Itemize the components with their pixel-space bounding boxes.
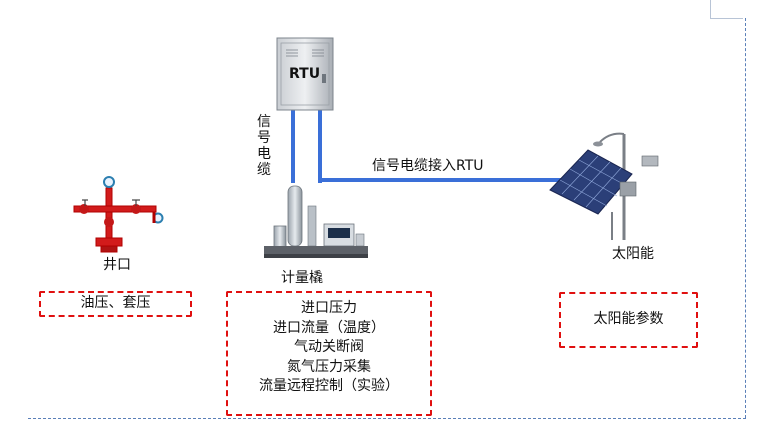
wellhead-label: 井口 [103, 257, 131, 273]
cable-vertical-char: 号 [257, 130, 271, 146]
metering-param: 氮气压力采集 [287, 358, 371, 375]
metering-skid-icon [264, 185, 368, 258]
metering-label: 计量橇 [281, 270, 323, 286]
frame-corner [710, 0, 743, 19]
wellhead-icon [73, 176, 164, 253]
rtu-cabinet [276, 37, 334, 111]
solar-param: 太阳能参数 [593, 311, 664, 327]
frame-right-border [745, 18, 746, 418]
solar-label: 太阳能 [612, 246, 654, 262]
cable-link-label: 信号电缆接入RTU [372, 158, 484, 174]
metering-params-box: 进口压力 进口流量（温度） 气动关断阀 氮气压力采集 流量远程控制（实验） [226, 291, 432, 416]
wellhead-param: 油压、套压 [80, 295, 151, 311]
cable-vertical-char: 信 [257, 114, 271, 130]
metering-param: 气动关断阀 [294, 339, 364, 355]
frame-bottom-border [28, 418, 746, 419]
rtu-label: RTU [289, 66, 321, 82]
cable-vertical-char: 电 [257, 146, 271, 162]
metering-param: 进口压力 [301, 300, 357, 316]
metering-param: 进口流量（温度） [273, 319, 385, 336]
cable-vertical-char: 缆 [257, 162, 271, 178]
wellhead-params-box: 油压、套压 [39, 291, 192, 317]
solar-panel-icon [549, 132, 659, 240]
metering-param: 流量远程控制（实验） [259, 378, 399, 394]
cable-vertical-label: 信 号 电 缆 [256, 114, 272, 178]
solar-params-box: 太阳能参数 [559, 292, 698, 348]
